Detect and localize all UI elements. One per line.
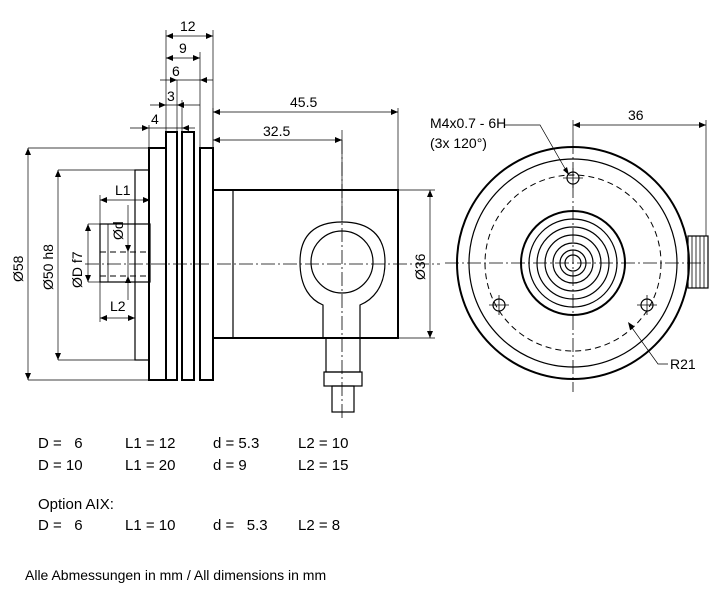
shaft-end-inner (564, 254, 582, 272)
cell-D: D = 6 (38, 435, 83, 452)
housing-body (212, 189, 399, 339)
cell-L1: L1 = 10 (125, 517, 176, 534)
front-outer-circle (456, 146, 690, 380)
shaft-end-outer (559, 249, 587, 277)
side-view: 12 9 6 3 4 45.5 32.5 L1 L2 Ø58 Ø50 h8 ØD… (10, 18, 440, 420)
dim-dia58: Ø58 (10, 255, 26, 282)
dim-45-5: 45.5 (290, 94, 317, 110)
front-view: 36 M4x0.7 - 6H (3x 120°) R21 (430, 107, 709, 392)
cell-L2: L2 = 8 (298, 517, 341, 534)
dim-6: 6 (172, 63, 180, 79)
dim-4: 4 (151, 111, 159, 127)
dim-R21: R21 (670, 356, 696, 372)
dim-dia36: Ø36 (412, 253, 428, 280)
cell-D: D = 6 (38, 517, 83, 534)
spigot (134, 169, 150, 361)
dim-32-5: 32.5 (263, 123, 290, 139)
dim-diad: Ød (110, 221, 126, 240)
dimensions-note: Alle Abmessungen in mm / All dimensions … (25, 567, 327, 583)
dim-9: 9 (179, 40, 187, 56)
dimension-table-option: D = 6 L1 = 10 d = 5.3 L2 = 8 (38, 515, 378, 537)
cell-L1: L1 = 20 (125, 457, 176, 474)
cell-D: D = 10 (38, 457, 83, 474)
thread-count: (3x 120°) (430, 135, 487, 151)
dim-36: 36 (628, 107, 644, 123)
cell-L1: L1 = 12 (125, 435, 176, 452)
table-row: D = 10 L1 = 20 d = 9 L2 = 15 (38, 455, 378, 477)
dim-dia50: Ø50 h8 (40, 244, 56, 290)
connector-stem (325, 337, 361, 373)
cell-L2: L2 = 10 (298, 435, 349, 452)
dim-3: 3 (167, 88, 175, 104)
hub-ring-4 (552, 242, 594, 284)
dim-L1: L1 (115, 182, 131, 198)
hub-ring-2 (536, 226, 610, 300)
hub-ring-3 (544, 234, 602, 292)
dim-12: 12 (180, 18, 196, 34)
flange-plate-2 (165, 131, 178, 381)
cell-d: d = 9 (213, 457, 247, 474)
front-flange-circle (468, 158, 678, 368)
front-connector (687, 235, 709, 289)
shaft (99, 223, 151, 283)
hub-ring-1 (528, 218, 618, 308)
thread-spec: M4x0.7 - 6H (430, 115, 506, 131)
encoder-technical-drawing: 12 9 6 3 4 45.5 32.5 L1 L2 Ø58 Ø50 h8 ØD… (10, 18, 709, 420)
cell-L2: L2 = 15 (298, 457, 349, 474)
option-title: Option AIX: (38, 496, 114, 513)
dim-L2: L2 (110, 298, 126, 314)
connector-boss (299, 221, 386, 339)
cell-d: d = 5.3 (213, 435, 260, 452)
table-row: D = 6 L1 = 12 d = 5.3 L2 = 10 (38, 433, 378, 455)
connector-nut (323, 371, 363, 387)
connector-tip (331, 385, 355, 413)
cell-d: d = 5.3 (213, 517, 268, 534)
dimension-table-standard: D = 6 L1 = 12 d = 5.3 L2 = 10 D = 10 L1 … (38, 433, 378, 477)
dim-diaD: ØD f7 (69, 251, 85, 288)
hub-outer (520, 210, 626, 316)
table-row: D = 6 L1 = 10 d = 5.3 L2 = 8 (38, 515, 378, 537)
flange-plate-3 (181, 131, 195, 381)
